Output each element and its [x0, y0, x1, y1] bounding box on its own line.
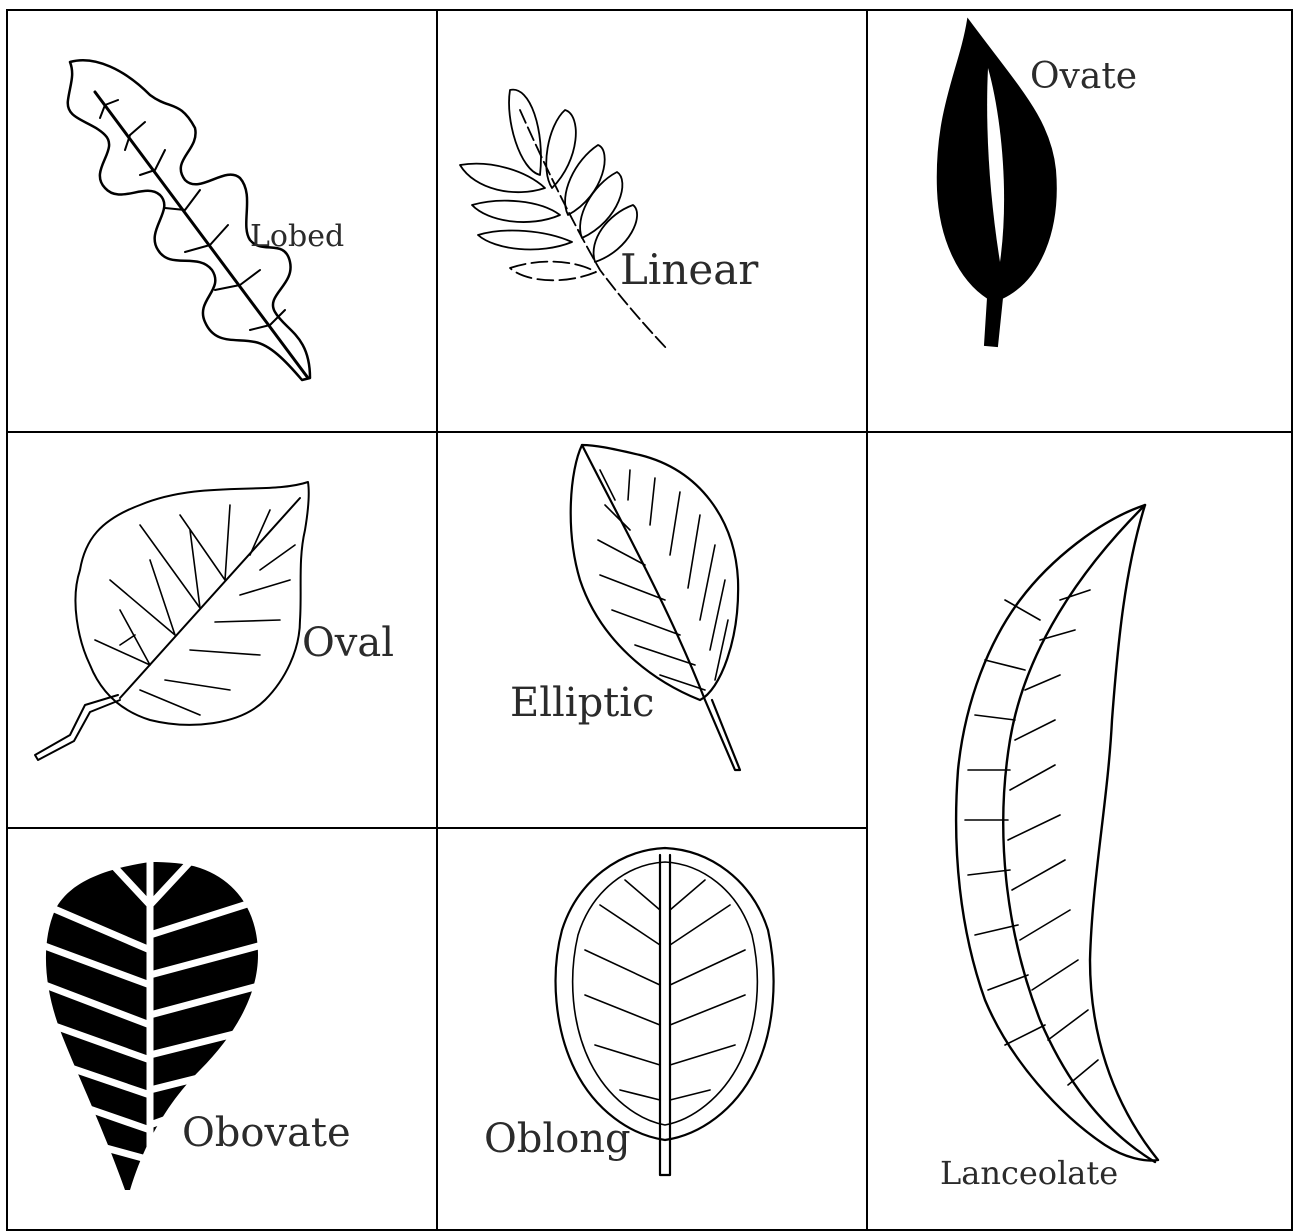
linear-leaf-icon [460, 90, 668, 350]
label-linear: Linear [620, 245, 759, 294]
oval-leaf-icon [35, 482, 309, 760]
lanceolate-leaf-icon [956, 505, 1158, 1162]
label-oblong: Oblong [484, 1116, 631, 1162]
label-lobed: Lobed [250, 219, 344, 254]
label-obovate: Obovate [182, 1110, 351, 1156]
label-lanceolate: Lanceolate [940, 1154, 1118, 1192]
label-oval: Oval [302, 620, 394, 666]
label-elliptic: Elliptic [510, 680, 654, 726]
label-ovate: Ovate [1030, 56, 1137, 97]
